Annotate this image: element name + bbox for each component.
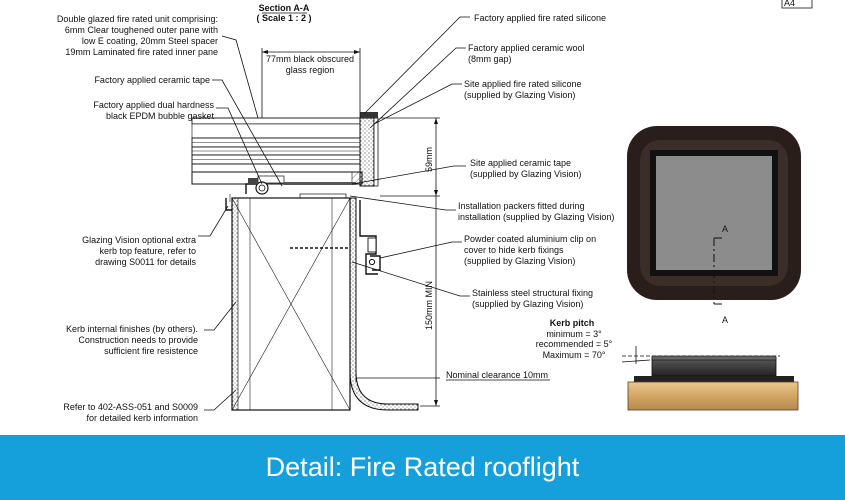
label-site-tape-1: Site applied ceramic tape [470, 158, 571, 168]
label-wool-1: Factory applied ceramic wool [468, 43, 585, 53]
label-unit-1: Double glazed fire rated unit comprising… [57, 14, 218, 24]
label-silicone: Factory applied fire rated silicone [474, 13, 606, 23]
kerb-section [225, 194, 419, 411]
dim-59mm: 59mm [424, 147, 434, 172]
label-finish-2: Construction needs to provide [78, 335, 198, 345]
label-fixing-2: (supplied by Glazing Vision) [472, 299, 583, 309]
label-refer-1: Refer to 402-ASS-051 and S0009 [63, 402, 198, 412]
plan-view [627, 126, 801, 305]
label-unit-2: 6mm Clear toughened outer pane with [65, 25, 218, 35]
kerb-pitch-recommended: recommended = 5° [536, 339, 613, 349]
glazing-unit [191, 112, 379, 199]
label-packers-2: installation (supplied by Glazing Vision… [458, 212, 614, 222]
svg-text:A4: A4 [784, 0, 795, 8]
label-packers-1: Installation packers fitted during [458, 201, 585, 211]
label-wool-2: (8mm gap) [468, 54, 512, 64]
label-clearance: Nominal clearance 10mm [446, 370, 548, 380]
label-clip-1: Powder coated aluminium clip on [464, 234, 596, 244]
label-unit-3: low E coating, 20mm Steel spacer [82, 36, 218, 46]
section-mark-bottom: A [722, 315, 728, 325]
section-title: Section A-A [259, 3, 310, 13]
kerb-pitch-title: Kerb pitch [550, 318, 595, 328]
kerb-pitch-max: Maximum = 70° [543, 350, 606, 360]
left-leader-lines [198, 35, 283, 411]
dim-obscured-label: 77mm black obscured [266, 54, 354, 64]
dim-obscured-label-2: glass region [286, 65, 335, 75]
label-kerb-top-1: Glazing Vision optional extra [82, 235, 196, 245]
label-unit-4: 19mm Laminated fire rated inner pane [65, 47, 218, 57]
label-clip-3: (supplied by Glazing Vision) [464, 256, 575, 266]
label-kerb-top-2: kerb top feature, refer to [99, 246, 196, 256]
kerb-pitch-min: minimum = 3° [546, 329, 602, 339]
label-finish-3: sufficient fire resistence [104, 346, 198, 356]
label-site-tape-2: (supplied by Glazing Vision) [470, 169, 581, 179]
caption-bar: Detail: Fire Rated rooflight [0, 435, 845, 500]
label-gasket-1: Factory applied dual hardness [93, 100, 214, 110]
section-drawing: A4 Section A-A ( Scale 1 : 2 ) [57, 0, 813, 423]
section-scale: ( Scale 1 : 2 ) [256, 13, 311, 23]
label-gasket-2: black EPDM bubble gasket [106, 111, 215, 121]
sheet-size-tag: A4 [781, 0, 813, 9]
right-leader-lines [349, 16, 470, 379]
label-site-silicone-1: Site applied fire rated silicone [464, 79, 582, 89]
caption-title: Detail: Fire Rated rooflight [265, 452, 580, 482]
dimension-lines [261, 48, 440, 407]
section-mark-top: A [722, 224, 728, 234]
kerb-pitch-elevation [621, 346, 799, 411]
label-finish-1: Kerb internal finishes (by others). [66, 324, 198, 334]
label-refer-2: for detailed kerb information [86, 413, 198, 423]
dim-150mm: 150mm MIN [424, 281, 434, 330]
label-ceramic-tape: Factory applied ceramic tape [94, 75, 210, 85]
label-clip-2: cover to hide kerb fixings [464, 245, 564, 255]
label-fixing-1: Stainless steel structural fixing [472, 288, 593, 298]
label-kerb-top-3: drawing S0011 for details [95, 257, 196, 267]
label-site-silicone-2: (supplied by Glazing Vision) [464, 90, 575, 100]
